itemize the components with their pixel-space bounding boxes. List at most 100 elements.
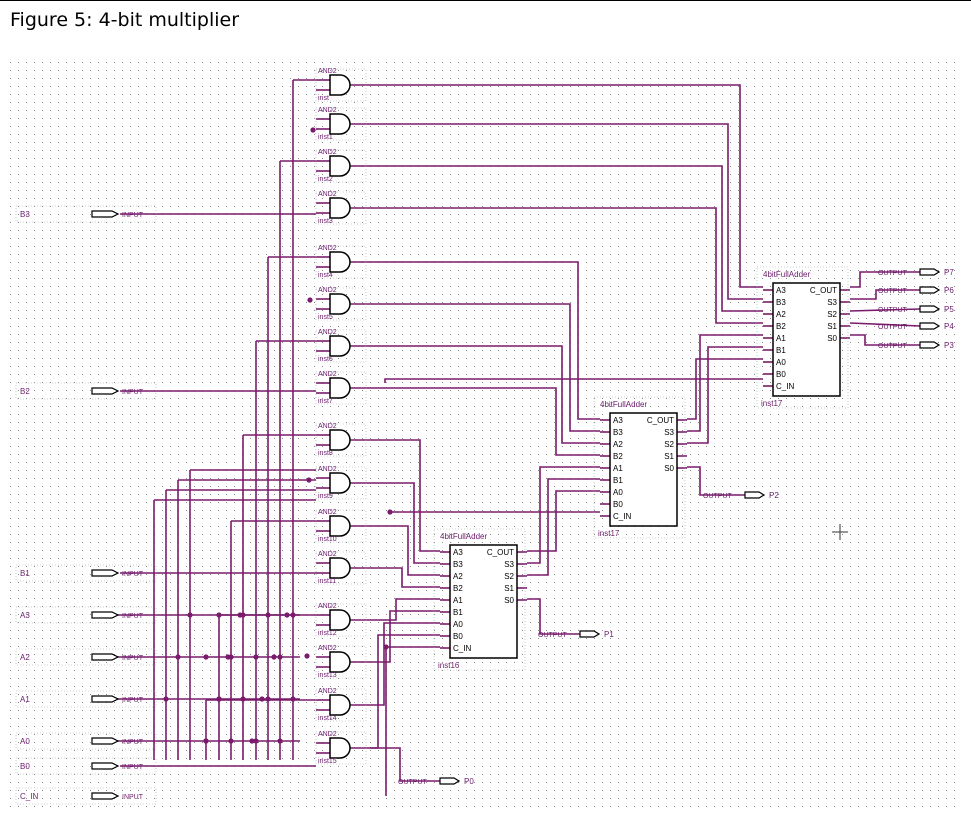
adder-output-port: S1 — [664, 452, 674, 461]
gate-type-label: AND2 — [318, 603, 337, 610]
chain-wire — [687, 358, 763, 420]
gate-type-label: AND2 — [318, 287, 337, 294]
input-pin-icon — [91, 387, 120, 395]
output-pin-icon — [744, 491, 766, 499]
adder-output-port: S0 — [827, 334, 837, 343]
input-pin-type: INPUT — [122, 764, 144, 771]
gate-instance-label: inst13 — [318, 672, 337, 679]
input-pin-label: B0 — [20, 762, 30, 771]
gate-type-label: AND2 — [318, 509, 337, 516]
gate-output-wire — [350, 303, 600, 432]
and-gate — [329, 377, 351, 399]
output-wire — [687, 466, 745, 496]
adder-output-port: C_OUT — [647, 416, 674, 425]
and-gate — [329, 335, 351, 357]
adder-input-port: A3 — [453, 548, 463, 557]
gate-frame — [315, 731, 367, 765]
pin-frame — [15, 787, 157, 805]
output-pin-label: P5 — [944, 305, 954, 314]
gate-type-label: AND2 — [318, 466, 337, 473]
junction-dot — [175, 654, 181, 660]
output-pin-icon — [919, 286, 941, 294]
adder-output-port: S0 — [504, 596, 514, 605]
gate-type-label: AND2 — [318, 688, 337, 695]
adder-input-port: B0 — [453, 632, 463, 641]
adder-instance-label: inst17 — [598, 529, 620, 538]
junction-dot — [277, 654, 283, 660]
adder-instance-label: inst17 — [761, 399, 783, 408]
and-gate — [329, 197, 351, 219]
adder-input-port: A3 — [613, 416, 623, 425]
gate-frame — [315, 551, 367, 585]
adder-block — [449, 544, 518, 659]
junction-dot — [277, 738, 283, 744]
gate-type-label: AND2 — [318, 551, 337, 558]
output-wire — [849, 322, 921, 327]
output-pin-type: OUTPUT — [703, 493, 733, 500]
and-gate — [329, 113, 351, 135]
junction-dot — [228, 738, 234, 744]
gate-output-wire — [350, 634, 440, 749]
pin-frame — [15, 690, 157, 708]
input-pin-label: B1 — [20, 569, 30, 578]
gate-type-label: AND2 — [318, 423, 337, 430]
output-pin-label: P6 — [944, 286, 954, 295]
output-wire — [370, 747, 440, 782]
gate-output-wire — [350, 207, 763, 324]
gate-type-label: AND2 — [318, 149, 337, 156]
adder-input-port: A1 — [453, 596, 463, 605]
gate-output-wire — [350, 610, 440, 663]
input-pin-icon — [91, 792, 120, 800]
output-pin-icon — [439, 777, 461, 785]
input-pin-type: INPUT — [122, 697, 144, 704]
and-gate — [329, 251, 351, 273]
adder-output-port: S1 — [504, 584, 514, 593]
output-pin-type: OUTPUT — [878, 288, 908, 295]
adder-input-port: A0 — [453, 620, 463, 629]
input-pin-icon — [91, 210, 120, 218]
gate-type-label: AND2 — [318, 371, 337, 378]
junction-dot — [307, 297, 313, 303]
input-pin-type: INPUT — [122, 212, 144, 219]
top-rule — [0, 0, 971, 1]
adder-output-port: S2 — [827, 310, 837, 319]
output-pin-icon — [919, 341, 941, 349]
gate-instance-label: inst7 — [318, 398, 333, 405]
input-pin-type: INPUT — [122, 794, 144, 801]
gate-instance-label: inst3 — [318, 218, 333, 225]
adder-input-port: B2 — [613, 452, 623, 461]
adder-input-port: B3 — [776, 298, 786, 307]
junction-dot — [271, 654, 277, 660]
adder-input-port: A2 — [453, 572, 463, 581]
output-pin-label: P7 — [944, 268, 954, 277]
gate-type-label: AND2 — [318, 68, 337, 75]
schematic-canvas — [10, 62, 961, 810]
and-gate — [329, 651, 351, 673]
adder-block — [772, 282, 841, 397]
input-pin-icon — [91, 569, 120, 577]
adder-output-port: S3 — [827, 298, 837, 307]
junction-dot — [383, 644, 389, 650]
gate-output-wire — [350, 165, 763, 312]
adder-input-port: B2 — [776, 322, 786, 331]
gate-type-label: AND2 — [318, 645, 337, 652]
crosshair-cursor-icon — [832, 524, 848, 540]
gate-output-wire — [350, 525, 440, 576]
adder-input-port: A3 — [776, 286, 786, 295]
and-gate — [329, 515, 351, 537]
junction-dot — [265, 612, 271, 618]
gate-frame — [315, 329, 367, 363]
adder-input-port: C_IN — [453, 644, 471, 653]
junction-dot — [290, 612, 296, 618]
adder-output-port: S2 — [664, 440, 674, 449]
output-wire — [850, 289, 920, 300]
adder-frame — [756, 266, 849, 409]
adder-input-port: A0 — [776, 358, 786, 367]
gate-instance-label: inst — [318, 95, 329, 102]
gate-type-label: AND2 — [318, 245, 337, 252]
adder-input-port: B0 — [776, 370, 786, 379]
adder-output-port: S1 — [827, 322, 837, 331]
gate-instance-label: inst1 — [318, 134, 333, 141]
pin-frame — [15, 757, 157, 775]
wire-layer — [110, 79, 921, 796]
